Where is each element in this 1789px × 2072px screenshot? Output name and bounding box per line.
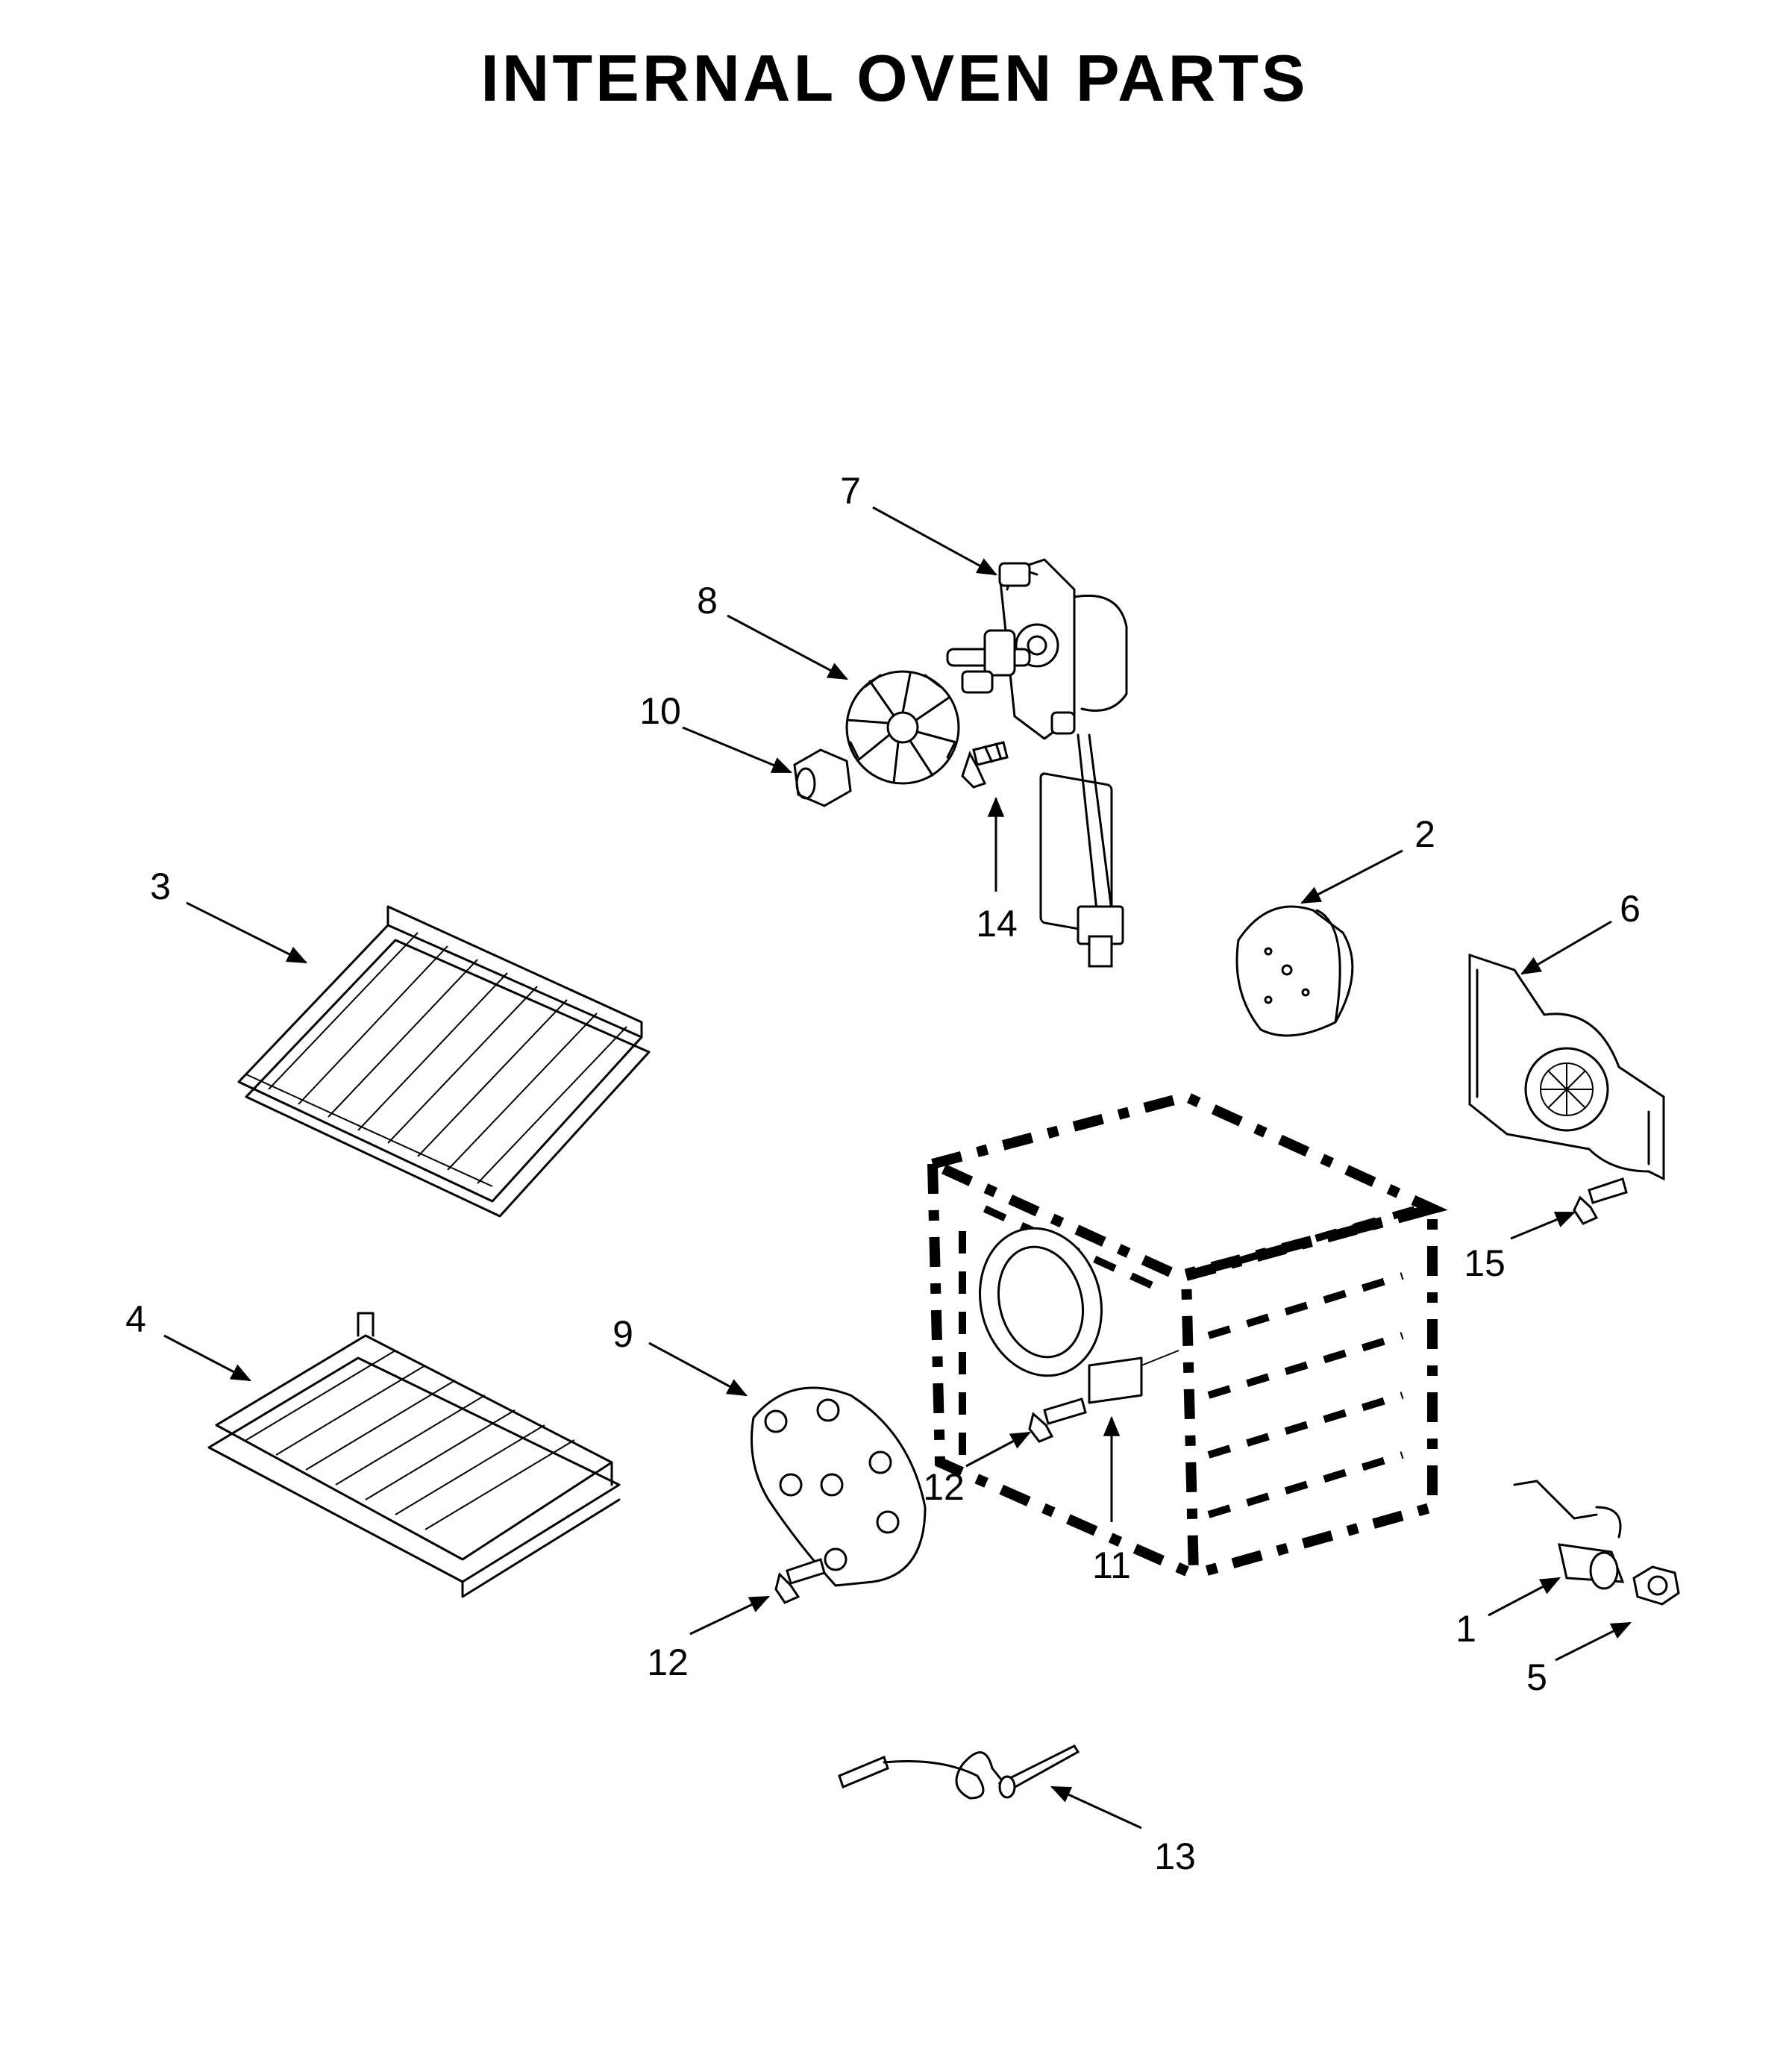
callout-13: 13 [1154, 1835, 1196, 1877]
fan-nut [793, 748, 852, 807]
leader-5 [1555, 1621, 1632, 1662]
screw-14 [961, 741, 1009, 789]
leader-9 [648, 1342, 748, 1397]
callout-6: 6 [1620, 888, 1641, 930]
callout-1: 1 [1456, 1608, 1476, 1650]
callout-8: 8 [697, 580, 718, 622]
callout-leaders [163, 506, 1632, 1830]
callout-3: 3 [150, 866, 171, 907]
leader-3 [186, 901, 308, 964]
leader-4 [163, 1334, 251, 1382]
callout-2: 2 [1414, 813, 1435, 855]
screw-12-upper [1028, 1397, 1087, 1443]
oven-cavity [917, 1091, 1448, 1583]
leader-12-lower [689, 1595, 771, 1636]
meat-probe [838, 1744, 1080, 1800]
callout-numbers: 7 8 10 14 2 6 3 4 9 12 11 15 12 1 5 13 [125, 470, 1641, 1877]
leader-10 [682, 726, 793, 774]
convection-baffle [1468, 953, 1665, 1181]
light-lens [1632, 1565, 1680, 1606]
leader-8 [727, 614, 848, 680]
diagram-title: INTERNAL OVEN PARTS [480, 41, 1308, 115]
rollout-rack [207, 1312, 621, 1598]
leader-6 [1520, 920, 1612, 975]
leader-7 [872, 506, 997, 576]
leader-15 [1510, 1211, 1576, 1240]
callout-14: 14 [976, 903, 1018, 945]
leader-13 [1050, 1785, 1142, 1830]
callout-4: 4 [125, 1298, 146, 1340]
callout-9: 9 [612, 1313, 633, 1355]
callout-12-lower: 12 [647, 1641, 689, 1683]
oven-rack [237, 905, 651, 1218]
insulation-disc [1235, 905, 1354, 1037]
fan-cover-plate [751, 1386, 927, 1587]
screw-15 [1573, 1177, 1628, 1225]
fan-blade [845, 670, 960, 785]
leader-2 [1300, 849, 1403, 904]
callout-10: 10 [639, 690, 681, 732]
callout-7: 7 [840, 470, 861, 512]
light-socket [1513, 1480, 1625, 1590]
screw-12-lower [774, 1558, 826, 1604]
callout-11: 11 [1092, 1544, 1131, 1586]
leader-1 [1488, 1577, 1561, 1617]
convection-motor [946, 558, 1128, 968]
callout-15: 15 [1464, 1242, 1506, 1284]
leader-12-upper [965, 1431, 1031, 1468]
callout-12-upper: 12 [923, 1466, 965, 1508]
callout-5: 5 [1526, 1656, 1547, 1698]
